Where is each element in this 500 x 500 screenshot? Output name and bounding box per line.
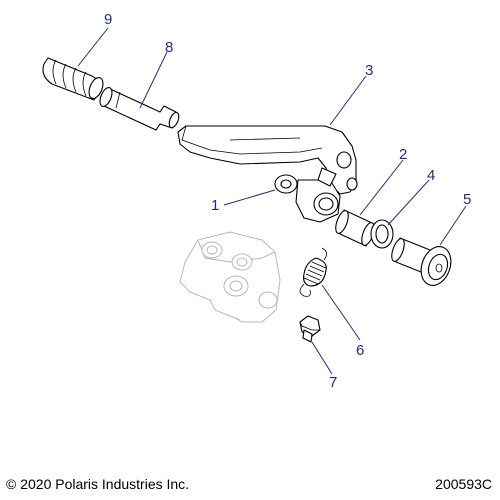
copyright-text: © 2020 Polaris Industries Inc. (6, 476, 190, 492)
ghost-mounting-bracket (179, 231, 281, 323)
leader-5 (439, 205, 467, 246)
callout-9: 9 (104, 11, 112, 28)
callout-5: 5 (463, 191, 471, 208)
leader-4 (387, 179, 430, 226)
callout-7: 7 (329, 374, 337, 391)
part-6-return-spring (299, 247, 327, 297)
part-5-shoulder-bolt (391, 237, 452, 286)
callout-6: 6 (356, 342, 364, 359)
leader-8 (139, 51, 168, 109)
callout-1: 1 (211, 197, 219, 214)
callout-2: 2 (399, 146, 407, 163)
leader-3 (329, 75, 367, 126)
part-3-brake-pedal-lever (177, 125, 358, 223)
leader-7 (311, 341, 333, 375)
leader-1 (223, 189, 276, 206)
callout-labels: 1 2 3 4 5 6 7 8 9 (104, 11, 471, 391)
callout-3: 3 (365, 62, 373, 79)
part-9-pedal-pad (42, 57, 104, 101)
callout-4: 4 (427, 167, 435, 184)
leader-6 (321, 284, 361, 341)
part-7-flange-bolt (299, 315, 321, 343)
part-4-o-ring (370, 219, 394, 249)
leader-2 (359, 159, 404, 216)
leader-9 (77, 27, 109, 67)
part-8-pedal-shaft (99, 86, 180, 131)
callout-8: 8 (165, 39, 173, 56)
part-2-bushing (335, 209, 375, 247)
part-1-washer (274, 174, 298, 194)
leader-lines (77, 27, 467, 375)
figure-id-text: 200593C (435, 476, 492, 492)
